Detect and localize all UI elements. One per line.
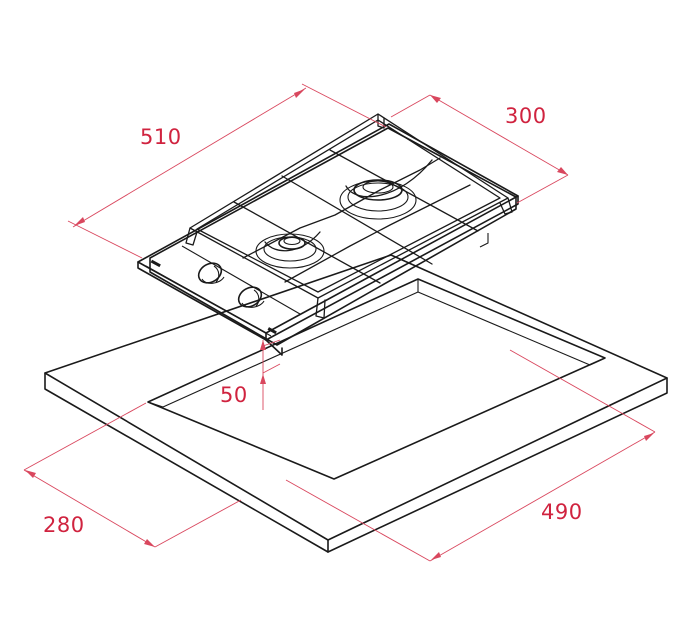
brand-mark-right bbox=[267, 327, 277, 335]
burner-large bbox=[339, 179, 417, 220]
dimension-50 bbox=[260, 339, 281, 410]
dimension-510 bbox=[67, 83, 387, 259]
dimension-300 bbox=[390, 94, 569, 204]
dimension-490 bbox=[285, 349, 656, 562]
dimension-label-490: 490 bbox=[541, 500, 583, 524]
countertop bbox=[44, 254, 668, 553]
hob bbox=[137, 113, 519, 356]
dimension-label-50: 50 bbox=[220, 383, 248, 407]
knob-2 bbox=[237, 286, 265, 308]
burner-small bbox=[255, 233, 325, 269]
dimension-label-280: 280 bbox=[43, 513, 85, 537]
dimension-280 bbox=[23, 402, 242, 548]
dimension-label-510: 510 bbox=[140, 125, 182, 149]
dimension-label-300: 300 bbox=[505, 104, 547, 128]
brand-mark-left bbox=[150, 259, 161, 268]
countertop-cutout bbox=[147, 278, 606, 480]
knob-1 bbox=[197, 262, 225, 284]
pan-support-grate bbox=[185, 113, 513, 319]
